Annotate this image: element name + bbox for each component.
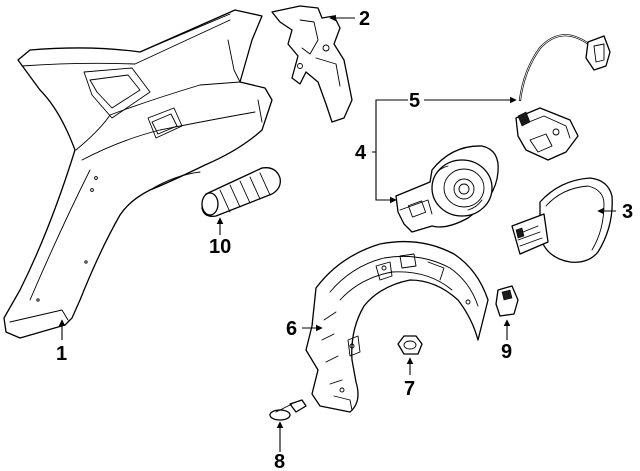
wheelhouse-liner-part[interactable] bbox=[305, 240, 489, 413]
retainer-part[interactable] bbox=[495, 285, 519, 317]
nut-part[interactable] bbox=[397, 335, 423, 355]
callout-10: 10 bbox=[209, 236, 231, 258]
callout-1: 1 bbox=[56, 343, 67, 365]
callout-9: 9 bbox=[501, 341, 512, 363]
fuel-door-part[interactable] bbox=[511, 177, 613, 263]
bracket-part[interactable] bbox=[271, 5, 353, 123]
callout-8: 8 bbox=[274, 451, 285, 471]
callout-3: 3 bbox=[622, 201, 633, 223]
quarter-panel-part[interactable] bbox=[3, 9, 273, 339]
bumper-pad-part[interactable] bbox=[201, 167, 281, 217]
release-actuator-part[interactable] bbox=[515, 34, 611, 161]
callout-4: 4 bbox=[355, 142, 367, 164]
callout-6: 6 bbox=[286, 318, 297, 340]
callout-2: 2 bbox=[359, 8, 370, 30]
leader-lines bbox=[58, 14, 616, 452]
callout-labels: 1 2 3 4 5 6 7 8 9 10 bbox=[56, 8, 633, 471]
filler-housing-part[interactable] bbox=[395, 145, 499, 233]
callout-5: 5 bbox=[409, 90, 420, 112]
push-clip-part[interactable] bbox=[269, 399, 307, 421]
callout-7: 7 bbox=[404, 378, 415, 400]
